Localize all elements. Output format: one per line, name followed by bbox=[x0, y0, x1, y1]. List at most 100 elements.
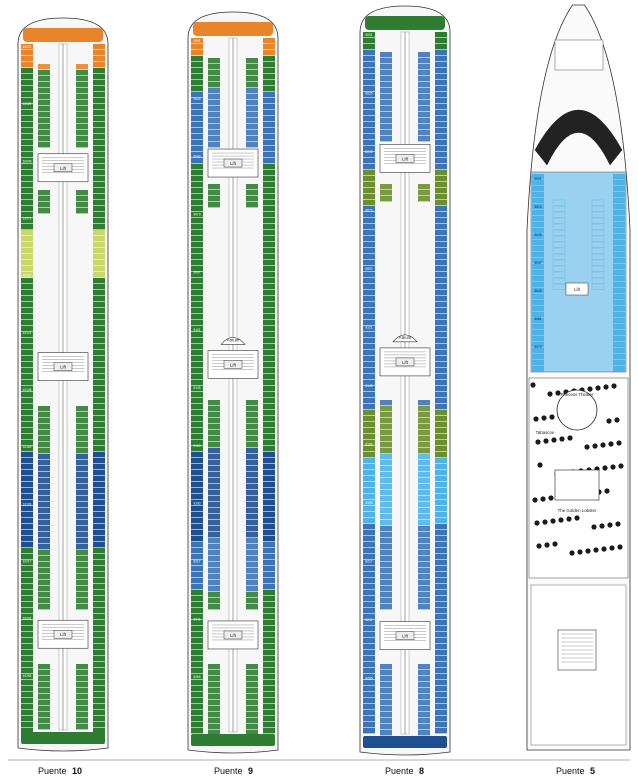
cabin[interactable] bbox=[363, 266, 375, 272]
cabin[interactable] bbox=[76, 580, 88, 586]
cabin[interactable] bbox=[21, 344, 33, 350]
cabin[interactable] bbox=[246, 448, 258, 454]
cabin[interactable] bbox=[38, 724, 50, 730]
cabin[interactable] bbox=[418, 706, 430, 712]
cabin[interactable] bbox=[363, 584, 375, 590]
cabin[interactable] bbox=[21, 134, 33, 140]
cabin[interactable] bbox=[363, 716, 375, 722]
cabin[interactable] bbox=[191, 302, 203, 308]
cabin[interactable] bbox=[38, 196, 50, 202]
cabin[interactable] bbox=[263, 644, 275, 650]
cabin[interactable] bbox=[246, 142, 258, 148]
cabin[interactable] bbox=[363, 128, 375, 134]
cabin[interactable] bbox=[418, 544, 430, 550]
cabin[interactable] bbox=[363, 620, 375, 626]
cabin[interactable] bbox=[263, 272, 275, 278]
cabin[interactable] bbox=[532, 276, 544, 282]
cabin[interactable] bbox=[363, 260, 375, 266]
cabin[interactable] bbox=[418, 460, 430, 466]
cabin[interactable] bbox=[380, 520, 392, 526]
cabin[interactable] bbox=[38, 526, 50, 532]
cabin[interactable] bbox=[93, 476, 105, 482]
cabin[interactable] bbox=[435, 56, 447, 62]
cabin[interactable] bbox=[93, 260, 105, 266]
cabin[interactable] bbox=[208, 196, 220, 202]
cabin[interactable] bbox=[435, 92, 447, 98]
cabin[interactable] bbox=[93, 404, 105, 410]
cabin[interactable] bbox=[363, 722, 375, 728]
cabin[interactable] bbox=[246, 118, 258, 124]
cabin[interactable] bbox=[191, 578, 203, 584]
cabin[interactable] bbox=[93, 56, 105, 62]
cabin[interactable] bbox=[363, 92, 375, 98]
cabin[interactable] bbox=[38, 106, 50, 112]
cabin[interactable] bbox=[435, 38, 447, 44]
cabin[interactable] bbox=[532, 366, 544, 372]
cabin[interactable] bbox=[435, 368, 447, 374]
cabin[interactable] bbox=[21, 500, 33, 506]
cabin[interactable] bbox=[435, 428, 447, 434]
cabin[interactable] bbox=[208, 592, 220, 598]
cabin[interactable] bbox=[613, 174, 625, 180]
cabin[interactable] bbox=[263, 428, 275, 434]
cabin[interactable] bbox=[93, 80, 105, 86]
cabin[interactable] bbox=[208, 190, 220, 196]
cabin[interactable] bbox=[263, 254, 275, 260]
cabin[interactable] bbox=[363, 392, 375, 398]
cabin[interactable] bbox=[263, 620, 275, 626]
cabin[interactable] bbox=[363, 50, 375, 56]
cabin[interactable] bbox=[418, 688, 430, 694]
cabin[interactable] bbox=[208, 184, 220, 190]
cabin[interactable] bbox=[21, 296, 33, 302]
cabin[interactable] bbox=[76, 82, 88, 88]
cabin[interactable] bbox=[38, 550, 50, 556]
cabin[interactable] bbox=[21, 542, 33, 548]
cabin[interactable] bbox=[93, 110, 105, 116]
cabin[interactable] bbox=[363, 686, 375, 692]
cabin[interactable] bbox=[191, 644, 203, 650]
cabin[interactable] bbox=[38, 460, 50, 466]
cabin[interactable] bbox=[363, 572, 375, 578]
cabin[interactable] bbox=[435, 410, 447, 416]
cabin[interactable] bbox=[435, 122, 447, 128]
cabin[interactable] bbox=[263, 704, 275, 710]
cabin[interactable] bbox=[208, 430, 220, 436]
cabin[interactable] bbox=[21, 356, 33, 362]
cabin[interactable] bbox=[21, 332, 33, 338]
cabin[interactable] bbox=[21, 68, 33, 74]
cabin[interactable] bbox=[363, 488, 375, 494]
cabin[interactable] bbox=[418, 76, 430, 82]
cabin[interactable] bbox=[21, 236, 33, 242]
cabin[interactable] bbox=[191, 122, 203, 128]
cabin[interactable] bbox=[363, 578, 375, 584]
cabin[interactable] bbox=[363, 374, 375, 380]
cabin[interactable] bbox=[263, 554, 275, 560]
cabin[interactable] bbox=[191, 278, 203, 284]
cabin[interactable] bbox=[21, 428, 33, 434]
cabin[interactable] bbox=[435, 638, 447, 644]
cabin[interactable] bbox=[191, 698, 203, 704]
cabin[interactable] bbox=[363, 104, 375, 110]
cabin[interactable] bbox=[363, 146, 375, 152]
cabin[interactable] bbox=[93, 422, 105, 428]
cabin[interactable] bbox=[93, 368, 105, 374]
cabin[interactable] bbox=[613, 300, 625, 306]
cabin[interactable] bbox=[93, 230, 105, 236]
cabin[interactable] bbox=[93, 536, 105, 542]
cabin[interactable] bbox=[38, 700, 50, 706]
cabin[interactable] bbox=[380, 712, 392, 718]
cabin[interactable] bbox=[435, 80, 447, 86]
cabin[interactable] bbox=[435, 68, 447, 74]
cabin[interactable] bbox=[363, 566, 375, 572]
cabin[interactable] bbox=[363, 452, 375, 458]
cabin[interactable] bbox=[38, 574, 50, 580]
cabin[interactable] bbox=[591, 223, 605, 230]
cabin[interactable] bbox=[21, 338, 33, 344]
cabin[interactable] bbox=[191, 398, 203, 404]
cabin[interactable] bbox=[263, 308, 275, 314]
cabin[interactable] bbox=[21, 476, 33, 482]
cabin[interactable] bbox=[363, 248, 375, 254]
cabin[interactable] bbox=[21, 128, 33, 134]
cabin[interactable] bbox=[263, 176, 275, 182]
cabin[interactable] bbox=[93, 614, 105, 620]
